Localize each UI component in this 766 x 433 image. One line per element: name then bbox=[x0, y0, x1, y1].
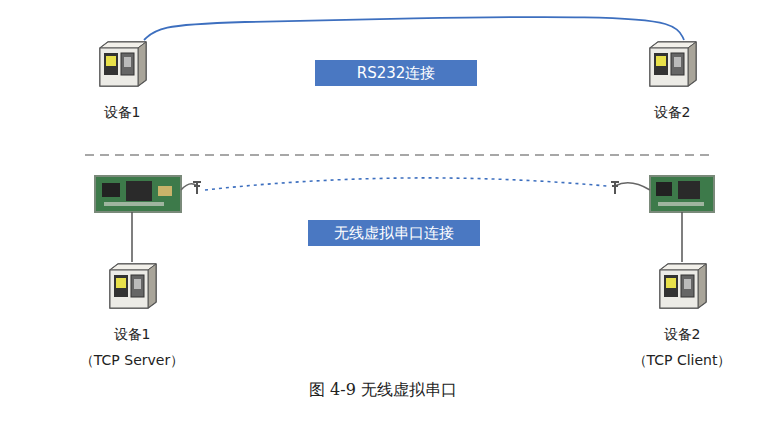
wireless-module bbox=[95, 176, 201, 262]
link-label-box: 无线虚拟串口连接 bbox=[308, 220, 480, 246]
link-label: 无线虚拟串口连接 bbox=[334, 224, 454, 243]
figure-caption: 图 4-9 无线虚拟串口 bbox=[0, 380, 766, 401]
divider-line bbox=[85, 154, 715, 156]
device-node: 设备2 bbox=[632, 40, 712, 122]
role-label: （TCP Client） bbox=[633, 352, 732, 370]
wireless-module bbox=[611, 176, 714, 262]
device-node: 设备1 bbox=[82, 40, 162, 122]
device-icon bbox=[654, 262, 710, 310]
role-label: （TCP Server） bbox=[80, 352, 184, 370]
device-node: 设备2 （TCP Client） bbox=[623, 262, 742, 369]
device-label: 设备1 bbox=[104, 104, 141, 122]
wireless-link bbox=[205, 178, 607, 190]
device-icon bbox=[644, 40, 700, 88]
rs232-cable bbox=[144, 17, 684, 40]
link-label-box: RS232连接 bbox=[315, 60, 477, 86]
device-icon bbox=[94, 40, 150, 88]
device-label: 设备2 bbox=[654, 104, 691, 122]
device-icon bbox=[104, 262, 160, 310]
device-node: 设备1 （TCP Server） bbox=[70, 262, 194, 369]
link-label: RS232连接 bbox=[357, 64, 436, 83]
device-label: 设备2 bbox=[664, 326, 701, 344]
device-label: 设备1 bbox=[114, 326, 151, 344]
